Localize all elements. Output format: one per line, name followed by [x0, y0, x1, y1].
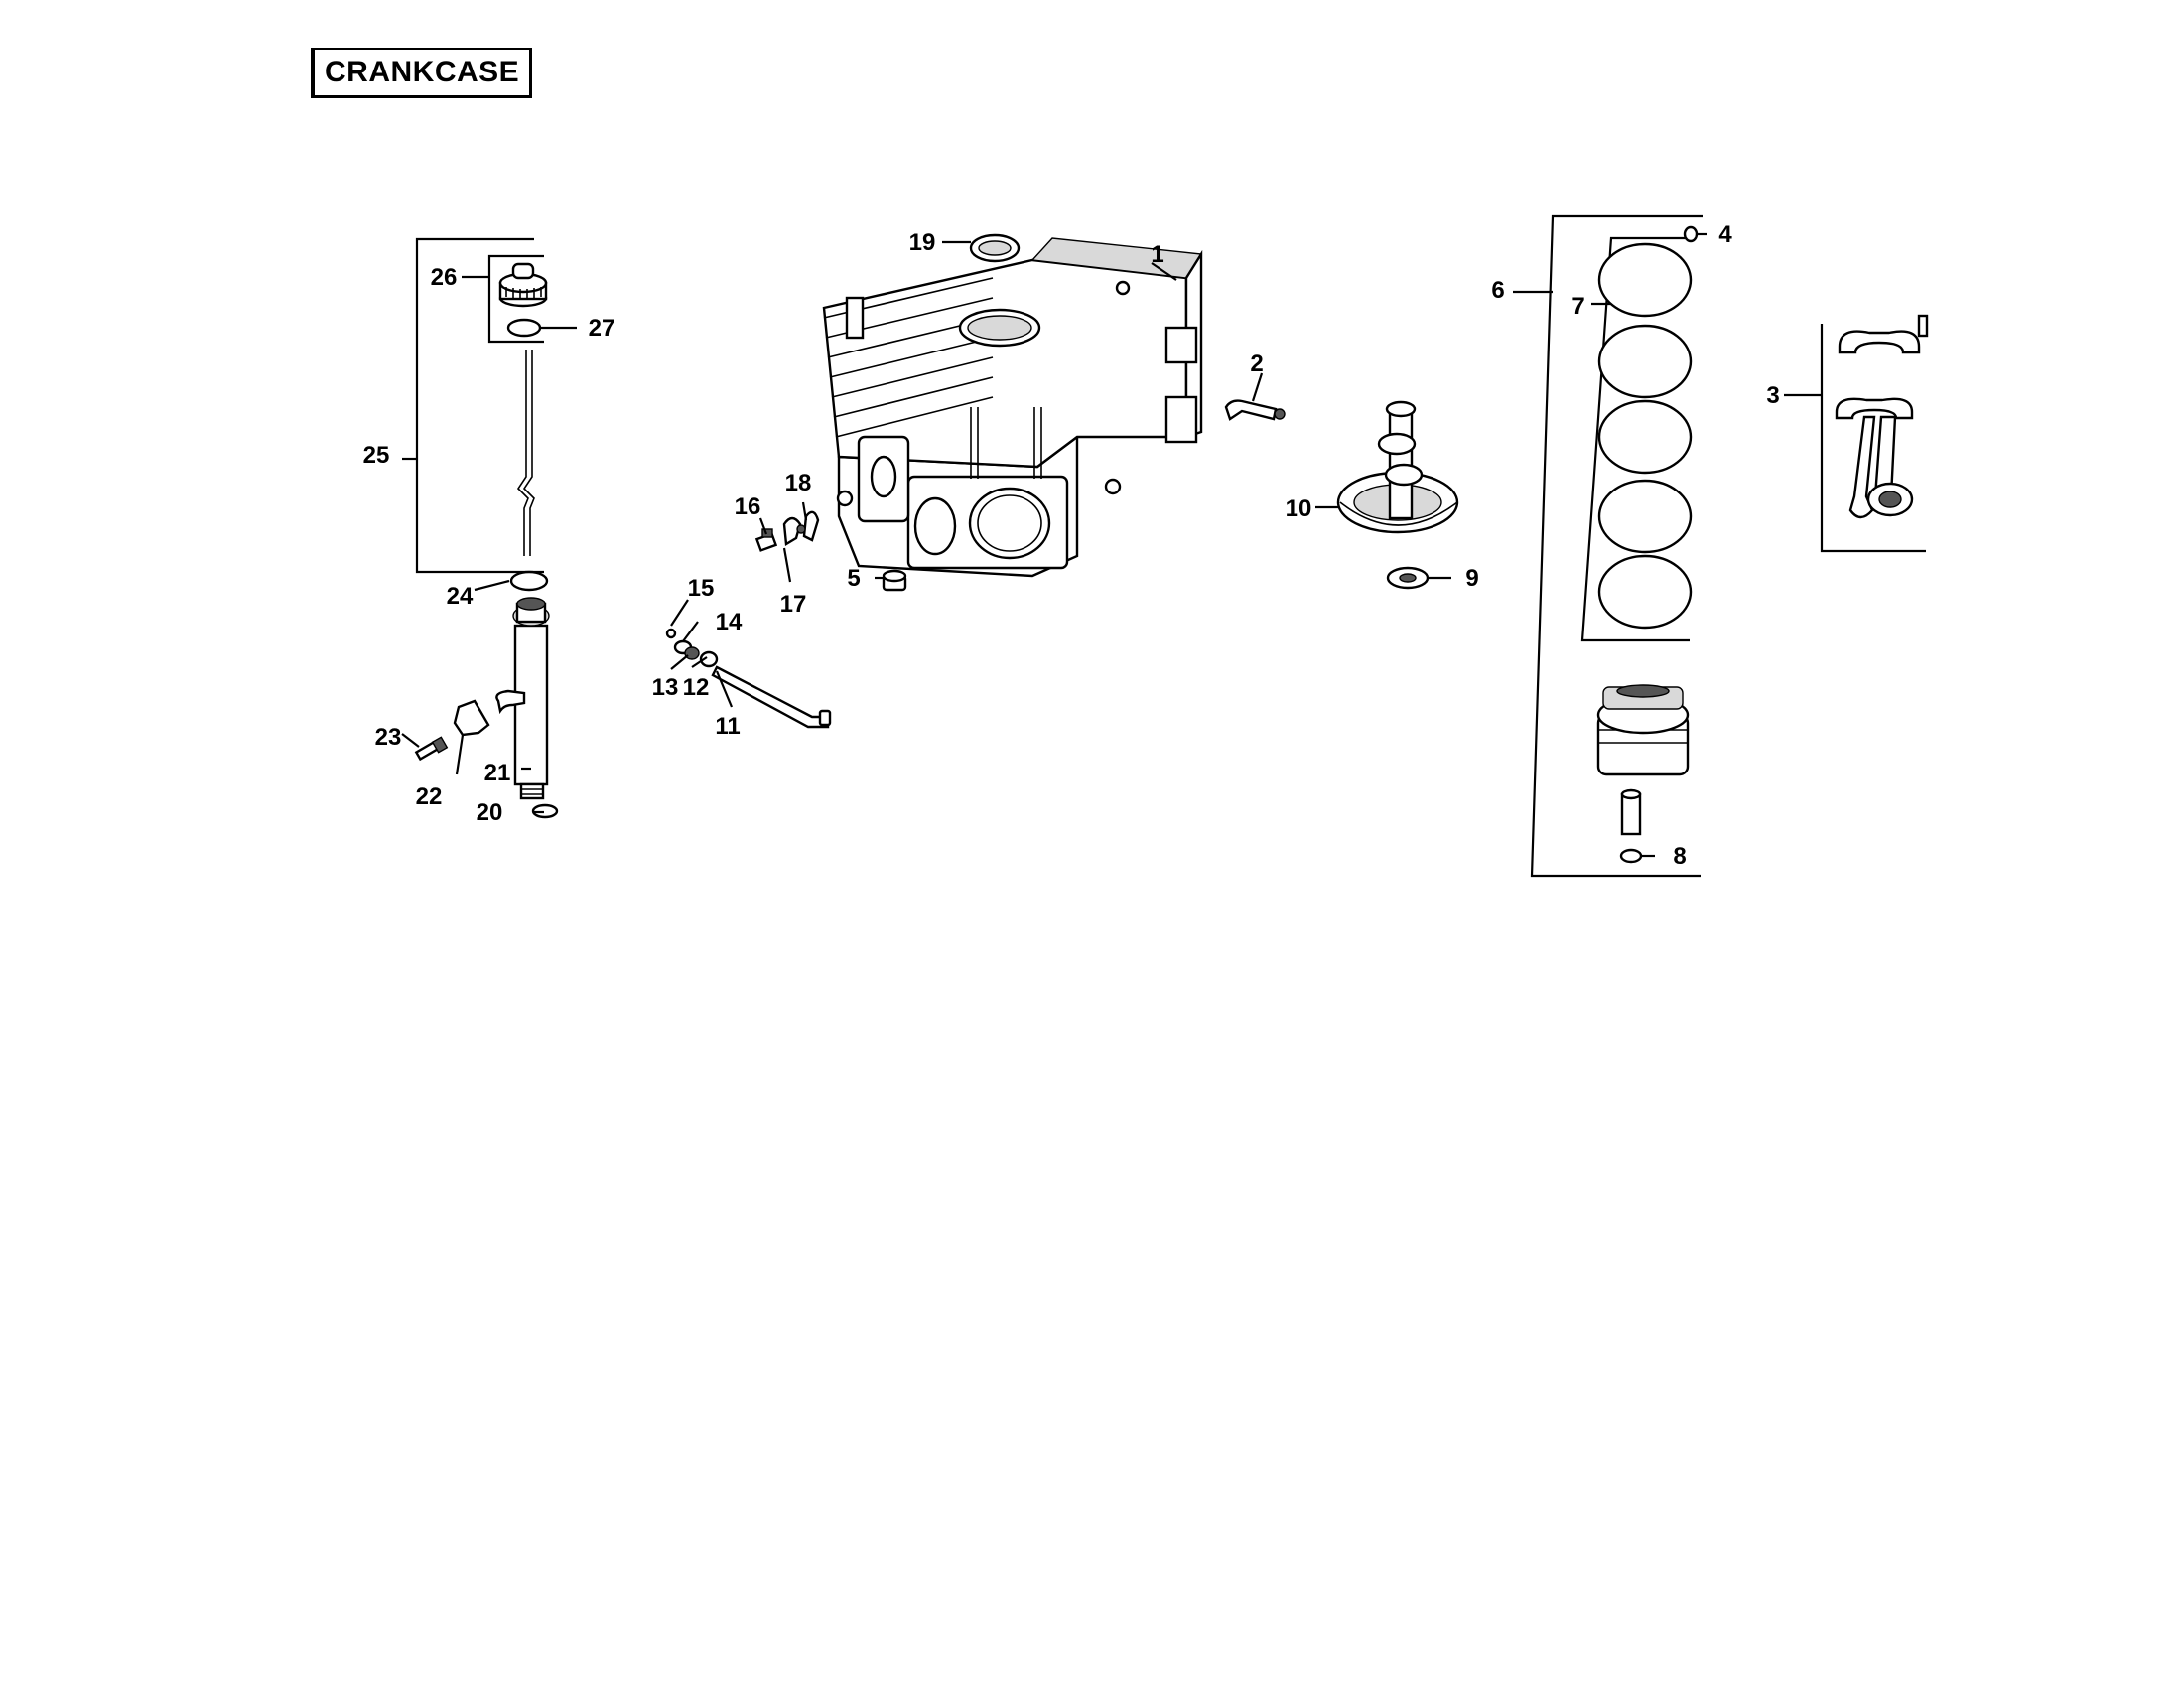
dipstick-group-bracket	[415, 237, 544, 574]
governor-shaft	[711, 665, 830, 729]
o-ring-cap	[506, 318, 542, 338]
piston-pin-retainer	[1683, 225, 1699, 243]
crankcase-block	[822, 237, 1203, 578]
o-ring-tube	[509, 570, 549, 592]
callout-14: 14	[716, 609, 743, 635]
screw-and-clips	[754, 510, 820, 552]
callout-18: 18	[785, 470, 812, 496]
piston	[1596, 684, 1690, 776]
leader-lines	[401, 232, 1822, 858]
diagram-title: CRANKCASE	[311, 48, 533, 98]
callout-labels: 1 2 3 4 5 6 7 8 9 10 11 12 13 14 15 16 1…	[363, 221, 1780, 870]
callout-24: 24	[447, 583, 474, 610]
callout-16: 16	[735, 493, 761, 520]
callout-27: 27	[589, 315, 615, 342]
piston-ring-set	[1597, 242, 1693, 630]
callout-11: 11	[715, 713, 740, 740]
dipstick-tube	[512, 597, 550, 800]
callout-5: 5	[847, 565, 860, 592]
callout-4: 4	[1718, 221, 1732, 248]
callout-26: 26	[431, 264, 458, 291]
camshaft	[1336, 400, 1459, 534]
callout-1: 1	[1151, 241, 1163, 268]
callout-19: 19	[909, 229, 936, 256]
mounting-bracket	[453, 699, 490, 737]
callout-20: 20	[477, 799, 503, 826]
callout-3: 3	[1766, 382, 1779, 409]
callout-10: 10	[1286, 495, 1312, 522]
callout-15: 15	[688, 575, 715, 602]
retainer-ring	[1619, 848, 1643, 864]
connecting-rod	[1835, 314, 1929, 519]
callout-17: 17	[780, 591, 807, 618]
callout-25: 25	[363, 442, 390, 469]
tube-clip	[495, 689, 526, 715]
callout-12: 12	[683, 674, 710, 701]
callout-7: 7	[1571, 293, 1584, 320]
breather-tube	[1224, 399, 1286, 421]
callout-9: 9	[1465, 565, 1478, 592]
dipstick-cap	[498, 262, 548, 308]
callout-13: 13	[652, 674, 679, 701]
governor-shaft-small-parts	[665, 628, 719, 668]
callout-23: 23	[375, 724, 402, 751]
piston-group-bracket	[1530, 214, 1703, 878]
callout-6: 6	[1491, 277, 1504, 304]
governor-shaft-end	[818, 709, 832, 727]
plug	[882, 569, 907, 592]
callout-21: 21	[484, 760, 511, 786]
dipstick-rod	[516, 350, 535, 556]
camshaft-washer	[1386, 566, 1430, 590]
connecting-rod-bracket	[1820, 324, 1926, 553]
callout-8: 8	[1673, 843, 1686, 870]
oil-seal	[969, 233, 1021, 263]
bracket-screw	[414, 736, 449, 762]
callout-2: 2	[1250, 351, 1263, 377]
callout-22: 22	[416, 783, 443, 810]
piston-pin	[1620, 788, 1642, 836]
